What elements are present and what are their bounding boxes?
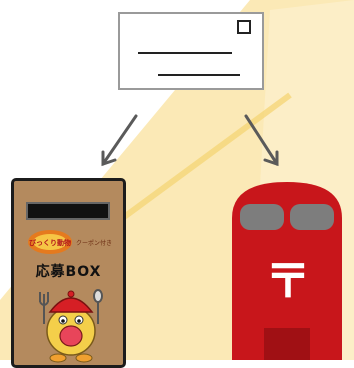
mascot-icon xyxy=(39,289,103,363)
postcard-icon xyxy=(118,12,264,90)
brand-logo: びっくり動物 クーポン付き xyxy=(28,230,112,254)
brand-logo-sub: クーポン付き xyxy=(76,239,112,247)
address-line xyxy=(158,74,240,76)
entry-box-label: 応募BOX xyxy=(35,264,102,280)
arrow-down-left-icon xyxy=(101,114,138,167)
entry-box-slot xyxy=(26,202,110,220)
brand-logo-text: びっくり動物 xyxy=(29,238,71,247)
stamp-placeholder-icon xyxy=(237,20,251,34)
entry-box-icon: びっくり動物 クーポン付き 応募BOX xyxy=(11,178,126,368)
arrows xyxy=(101,114,279,167)
postbox-icon xyxy=(232,182,342,360)
postal-mark-icon: 〒 xyxy=(265,254,311,308)
arrow-down-right-icon xyxy=(244,114,279,167)
address-line xyxy=(138,52,232,54)
